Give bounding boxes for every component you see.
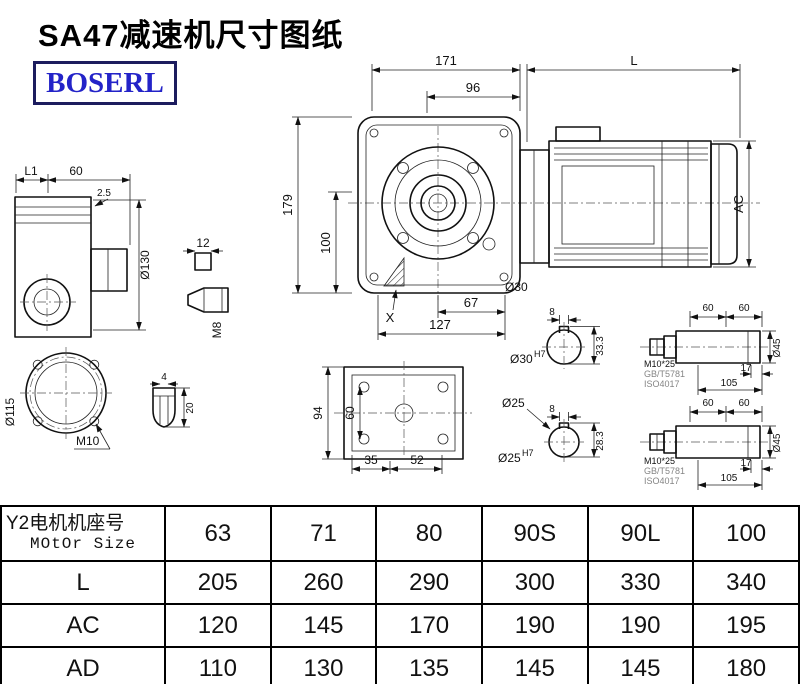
dim-52: 52 [410, 453, 424, 467]
dim-o115: Ø115 [3, 397, 17, 426]
table-cell: 80 [375, 505, 483, 562]
dim-M8: M8 [210, 321, 224, 338]
bore-o25h7: Ø25 [498, 451, 521, 465]
table-cell: 145 [586, 646, 695, 684]
dim-105-bot: 105 [721, 473, 738, 484]
technical-drawing: 171 96 L 179 100 AC Ø30 67 [3, 53, 783, 490]
table-cell: 100 [692, 505, 800, 562]
row-label: AD [0, 646, 166, 684]
dim-o130: Ø130 [138, 250, 152, 280]
table-row-AD: AD 110 130 135 145 145 180 [0, 646, 800, 684]
dim-28-3: 28.3 [595, 431, 606, 451]
dim-L: L [630, 53, 637, 68]
table-cell: 190 [586, 603, 695, 648]
motor-size-label-cn: Y2电机机座号 [6, 512, 125, 534]
dim-60-bottom: 60 [343, 406, 357, 420]
dim-17-top: 17 [740, 363, 752, 374]
std-iso-bot: ISO4017 [644, 476, 680, 486]
dim-20: 20 [185, 402, 196, 414]
dim-L1: L1 [24, 164, 38, 178]
drain-plug-hatch [383, 256, 405, 287]
row-label: L [0, 560, 166, 605]
shaft-detail-25: 8 28.3 Ø25 Ø25 H7 60 60 [498, 396, 783, 490]
front-view [348, 116, 760, 300]
row-label: AC [0, 603, 166, 648]
pin-view: 4 20 [150, 372, 196, 428]
dim-33-3: 33.3 [595, 336, 606, 356]
dim-o30-callout: Ø30 [505, 280, 528, 294]
bolt-spec-top: M10*25 [644, 359, 675, 369]
dim-60a-top: 60 [702, 303, 714, 314]
table-cell: 340 [692, 560, 800, 605]
motor-size-label-en: MOtOr Size [29, 535, 136, 554]
table-cell: 63 [164, 505, 272, 562]
table-cell: 120 [164, 603, 272, 648]
motor-size-header-cell: Y2电机机座号 MOtOr Size [0, 505, 166, 562]
shaft-detail-30: 8 33.3 Ø30 H7 60 60 17 [510, 303, 783, 395]
table-cell: 205 [164, 560, 272, 605]
dim-4: 4 [161, 372, 167, 383]
dim-100: 100 [318, 232, 333, 254]
callout-o25: Ø25 [502, 396, 525, 410]
dim-171: 171 [435, 53, 457, 68]
dim-o45-top: Ø45 [772, 338, 783, 357]
front-view-dimensions: 171 96 L 179 100 AC Ø30 67 [280, 53, 756, 340]
side-view: L1 60 2.5 Ø130 12 M8 [14, 164, 229, 338]
table-cell: 71 [269, 505, 378, 562]
table-row-header: Y2电机机座号 MOtOr Size 63 71 80 90S 90L 100 [0, 505, 800, 562]
std-gb-bot: GB/T5781 [644, 466, 685, 476]
table-cell: 145 [269, 603, 378, 648]
page-title: SA47减速机尺寸图纸 [38, 18, 344, 53]
bore-o25-tol: H7 [522, 448, 534, 458]
std-gb-top: GB/T5781 [644, 369, 685, 379]
bottom-view: 94 60 35 52 [311, 361, 472, 474]
dim-179: 179 [280, 194, 295, 216]
dim-17-bot: 17 [740, 458, 752, 469]
table-cell: 330 [586, 560, 695, 605]
table-cell: 110 [164, 646, 272, 684]
table-cell: 130 [269, 646, 378, 684]
flange-view: Ø115 M10 [3, 347, 112, 450]
dim-AC: AC [731, 195, 746, 213]
table-cell: 300 [480, 560, 589, 605]
dim-2-5: 2.5 [97, 188, 111, 199]
dim-60a-bot: 60 [702, 398, 714, 409]
bore-o30h7: Ø30 [510, 352, 533, 366]
table-cell: 145 [480, 646, 589, 684]
motor-body [548, 126, 738, 268]
dim-60-side: 60 [69, 164, 83, 178]
dim-o45-bot: Ø45 [772, 433, 783, 452]
dim-67: 67 [464, 295, 478, 310]
table-cell: 190 [480, 603, 589, 648]
label-X: X [386, 310, 395, 325]
std-iso-top: ISO4017 [644, 379, 680, 389]
dim-M10: M10 [76, 434, 100, 448]
dim-60b-top: 60 [738, 303, 750, 314]
dim-35: 35 [364, 453, 378, 467]
table-cell: 90S [480, 505, 589, 562]
table-cell: 135 [375, 646, 483, 684]
table-cell: 260 [269, 560, 378, 605]
boserl-logo: BOSERL [33, 61, 177, 105]
dim-60b-bot: 60 [738, 398, 750, 409]
dim-12: 12 [196, 236, 210, 250]
table-cell: 290 [375, 560, 483, 605]
dim-8-top: 8 [549, 307, 555, 318]
motor-size-table: Y2电机机座号 MOtOr Size 63 71 80 90S 90L 100 … [0, 505, 800, 684]
dim-127: 127 [429, 317, 451, 332]
bolt-spec-bot: M10*25 [644, 456, 675, 466]
table-cell: 195 [692, 603, 800, 648]
table-row-AC: AC 120 145 170 190 190 195 [0, 603, 800, 648]
table-cell: 180 [692, 646, 800, 684]
dim-8-bot: 8 [549, 404, 555, 415]
dim-96: 96 [466, 80, 480, 95]
table-cell: 90L [586, 505, 695, 562]
dim-94: 94 [311, 406, 325, 420]
table-cell: 170 [375, 603, 483, 648]
dim-105-top: 105 [721, 378, 738, 389]
table-row-L: L 205 260 290 300 330 340 [0, 560, 800, 605]
bore-o30-tol: H7 [534, 349, 546, 359]
